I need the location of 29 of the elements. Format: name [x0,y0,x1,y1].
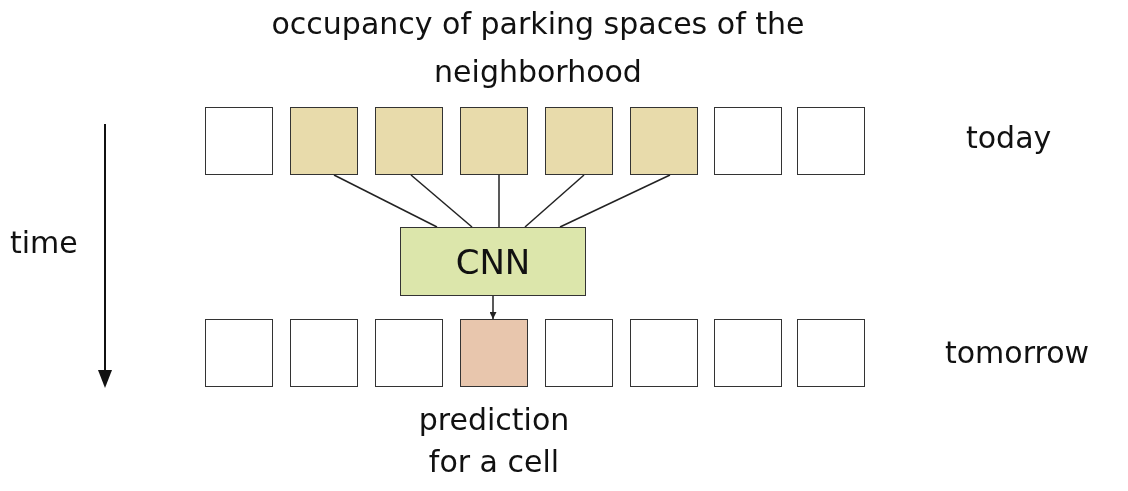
grid-cell [630,107,698,175]
process-box [400,227,586,296]
grid-cell [205,319,273,387]
grid-cell [545,319,613,387]
box-label: CNN [455,241,531,282]
grid-cell [545,107,613,175]
grid-cell [714,107,782,175]
connector-line [498,174,500,228]
grid-cell [205,107,273,175]
grid-cell [460,107,528,175]
grid-cell [630,319,698,387]
text-label: time [10,224,78,262]
text-label: today [966,119,1052,157]
connector-line [410,174,473,228]
grid-cell [375,319,443,387]
text-label: occupancy of parking spaces of the neighborhood [270,5,806,91]
grid-cell [290,107,358,175]
text-label: tomorrow [945,334,1090,372]
grid-cell [797,319,865,387]
connector-line [559,174,671,228]
grid-cell [460,319,528,387]
grid-cell [290,319,358,387]
grid-cell [797,107,865,175]
grid-cell [714,319,782,387]
connector-line [333,174,438,228]
grid-cell [375,107,443,175]
connector-line [524,174,585,228]
cell-caption: prediction for a cell [417,401,571,481]
arrow [489,295,497,320]
